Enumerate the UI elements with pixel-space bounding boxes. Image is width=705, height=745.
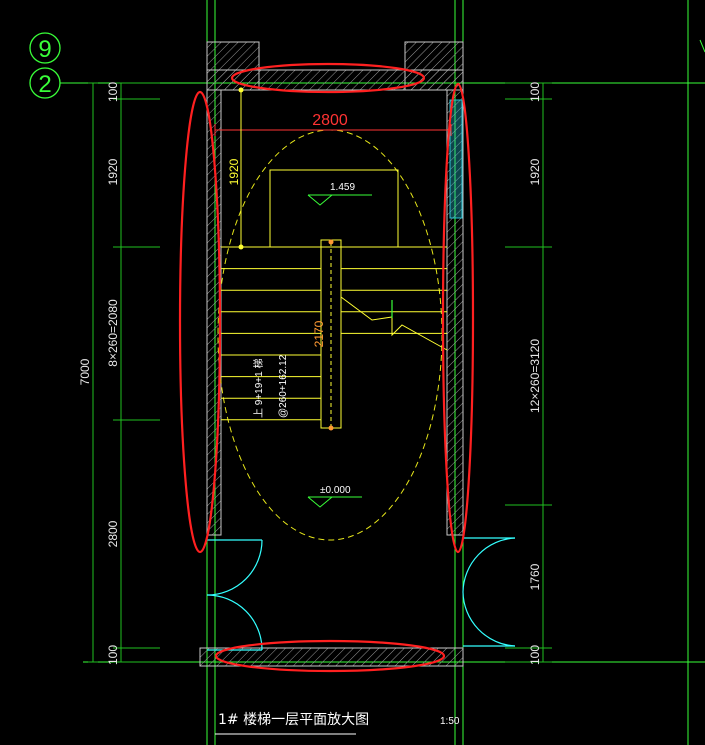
width-dimension: 2800 (214, 112, 452, 136)
axis-bubble-9: 9 (29, 32, 61, 64)
dim-left-2800: 2800 (106, 520, 120, 547)
stair-treads-right (341, 268, 447, 334)
axis-bubble-2-label: 2 (38, 71, 51, 98)
landing-dim-label: 1920 (227, 158, 241, 185)
handrail-dim-label: 2170 (312, 320, 326, 347)
drawing-title: 1# 楼梯一层平面放大图 (218, 712, 369, 728)
dim-right-1760: 1760 (528, 563, 542, 590)
dim-left-100-bottom: 100 (106, 645, 120, 665)
dim-left-stairs: 8×260=2080 (106, 299, 120, 367)
dim-left-1920: 1920 (106, 158, 120, 185)
highlight-markup (178, 62, 475, 673)
highlight-bottom-wall (214, 639, 446, 673)
stair-annotation-line2: @260+162.12 (278, 354, 289, 418)
highlight-left-wall (178, 90, 222, 554)
stair-treads-left (221, 268, 321, 421)
door-left (206, 539, 263, 651)
dim-left-total: 7000 (78, 358, 92, 385)
dim-left-100-top: 100 (106, 82, 120, 102)
stair-annotation-line1: 上 9+19+1 梯 (252, 359, 265, 418)
dim-right-100-bottom: 100 (528, 645, 542, 665)
drawing-scale: 1:50 (440, 716, 460, 727)
highlight-top-wall (230, 62, 426, 94)
left-dimension-chain (88, 82, 160, 663)
landing-dimension: 1920 (227, 90, 242, 247)
level-marker-landing: 1.459 (307, 182, 372, 206)
dim-right-1920: 1920 (528, 158, 542, 185)
level-landing: 1.459 (330, 182, 355, 193)
axis-bubble-2: 2 (29, 67, 61, 99)
level-floor: ±0.000 (320, 485, 351, 496)
axis-bubble-9-label: 9 (38, 36, 51, 63)
width-dim-label: 2800 (312, 112, 348, 129)
dim-right-100-top: 100 (528, 82, 542, 102)
right-dimension-chain (505, 82, 552, 663)
highlight-right-wall (441, 82, 475, 554)
level-marker-floor: ±0.000 (307, 485, 362, 508)
dim-right-stairs: 12×260=3120 (528, 339, 542, 413)
door-right (462, 537, 516, 647)
break-line (340, 296, 448, 351)
